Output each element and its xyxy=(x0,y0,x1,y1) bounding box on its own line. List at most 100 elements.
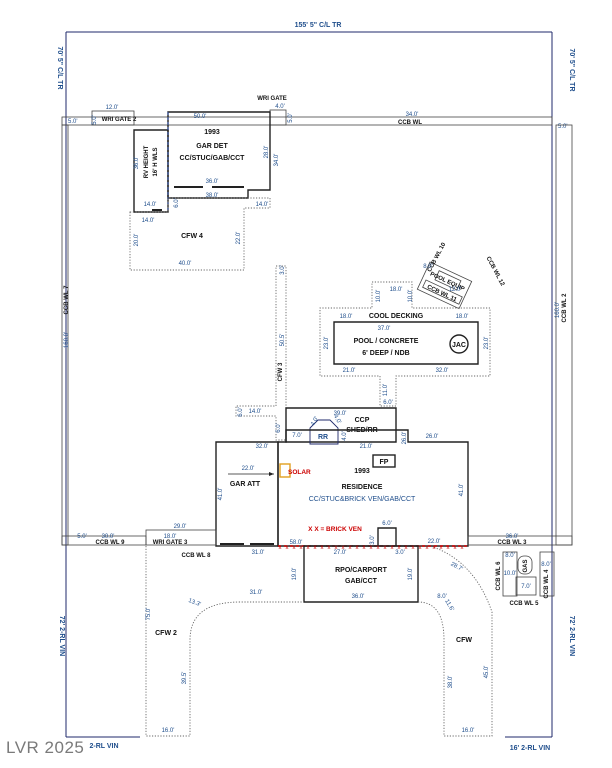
brick-x-marker: x xyxy=(342,545,345,551)
ccb-wl12-label: CCB WL 12 xyxy=(485,256,506,288)
dim-21-deck: 21.0' xyxy=(343,368,356,374)
cool-decking-label: COOL DECKING xyxy=(369,313,424,320)
street-right-bottom: 72' 2-RL VIN xyxy=(568,616,575,656)
dim-4-res: 26.0' xyxy=(402,432,408,445)
cfw-label: CFW xyxy=(456,637,472,644)
dim-10-deck-b: 10.0' xyxy=(408,290,414,303)
dim-37: 37.0' xyxy=(378,326,391,332)
cfw2-label: CFW 2 xyxy=(155,630,177,637)
dim-160-right: 160.0' xyxy=(555,302,561,318)
dim-31-bottom: 31.0' xyxy=(250,590,263,596)
dim-39: 39.0' xyxy=(334,411,347,417)
dim-6-walk-b: 6.0' xyxy=(276,423,282,433)
dim-37-gar: 41.0' xyxy=(218,488,224,501)
ccb-wl8-label: CCB WL 8 xyxy=(182,553,212,559)
dim-22-gar: 22.0' xyxy=(242,466,255,472)
dim-6-walk: 6.0' xyxy=(238,407,244,417)
dim-18-deck-top: 18.0' xyxy=(390,287,403,293)
pool-label: POOL / CONCRETE xyxy=(354,338,419,345)
brick-x-marker: x xyxy=(286,545,289,551)
street-left-bottom: 72' 2-RL VIN xyxy=(58,616,65,656)
dim-50-5: 50.5' xyxy=(280,334,286,347)
brick-x-marker: x xyxy=(419,545,422,551)
garage-attached-outline xyxy=(215,441,279,547)
dim-20: 20.0' xyxy=(134,234,140,247)
dim-28-7: 28.7' xyxy=(449,561,463,572)
dim-6-deck: 6.0' xyxy=(383,400,393,406)
dim-5-gate2: 5.0' xyxy=(92,115,98,125)
ccp-label: CCP xyxy=(355,417,370,424)
dim-36-rpo: 36.0' xyxy=(352,594,365,600)
cool-decking-area xyxy=(319,281,491,407)
brick-x-marker: x xyxy=(328,545,331,551)
dim-6-garage: 6.0' xyxy=(174,198,180,208)
brick-x-marker: x xyxy=(377,545,380,551)
dim-29: 29.0' xyxy=(174,524,187,530)
ccb-wl-456-area xyxy=(502,551,555,597)
dim-5-gate: 5.0' xyxy=(288,113,294,123)
dim-10-deck-a: 10.0' xyxy=(376,290,382,303)
dim-8-rpo: 8.0' xyxy=(437,594,447,600)
dim-34: 34.0' xyxy=(406,112,419,118)
dim-28: 28.0' xyxy=(264,146,270,159)
street-top: 155' 5" C/L TR xyxy=(295,22,342,29)
brick-x-marker: x xyxy=(391,545,394,551)
rv-height-value: 16' H WLS xyxy=(153,147,159,176)
dim-23-right: 23.0' xyxy=(484,337,490,350)
rpo-desc: GAB/CCT xyxy=(345,578,378,585)
rr-outline xyxy=(309,419,339,445)
ccb-wl6-label: CCB WL 6 xyxy=(496,561,502,591)
dim-8-wl4: 8.0' xyxy=(541,562,551,568)
dim-45: 45.0' xyxy=(484,666,490,679)
ccb-wl3-wall xyxy=(467,535,573,546)
dim-18-deck-right: 18.0' xyxy=(456,314,469,320)
dim-41: 41.0' xyxy=(459,484,465,497)
ccb-wl-label: CCB WL xyxy=(398,120,422,126)
brick-x-marker: x xyxy=(279,545,282,551)
dim-34-v: 34.0' xyxy=(274,154,280,167)
brick-x-marker: x xyxy=(349,545,352,551)
ccb-wl7-label: CCB WL 7 xyxy=(64,285,70,315)
dim-19-right: 19.0' xyxy=(408,568,414,581)
street-right-top: 70' 5" C/L TR xyxy=(568,49,575,92)
brick-x-marker: x xyxy=(405,545,408,551)
dim-40: 40.0' xyxy=(179,261,192,267)
dim-18-gate3: 18.0' xyxy=(164,534,177,540)
rr-label: RR xyxy=(318,434,328,441)
dim-22-wl9: 30.0' xyxy=(102,534,115,540)
fp-label: FP xyxy=(380,459,389,466)
ccb-wl2-label: CCB WL 2 xyxy=(562,293,568,323)
dim-39-wl3: 36.0' xyxy=(506,534,519,540)
gar-att-label: GAR ATT xyxy=(230,481,261,488)
dim-36-rv: 36.0' xyxy=(134,157,140,170)
dim-22: 22.0' xyxy=(236,232,242,245)
brick-x-marker: x xyxy=(321,545,324,551)
dim-32-res: 32.0' xyxy=(256,444,269,450)
gar-det-year: 1993 xyxy=(204,129,220,136)
residence-label: RESIDENCE xyxy=(342,484,383,491)
ccb-wl3-label: CCB WL 3 xyxy=(498,540,528,546)
fireplace-outline xyxy=(372,454,396,468)
solar-marker xyxy=(279,463,291,478)
brick-x-marker: x xyxy=(426,545,429,551)
brick-x-marker: x xyxy=(300,545,303,551)
pool-outline xyxy=(333,321,479,365)
dim-14-c: 14.0' xyxy=(256,202,269,208)
dim-14-a: 14.0' xyxy=(144,202,157,208)
cfw4-label: CFW 4 xyxy=(181,233,203,240)
brick-ven-label: X X = BRICK VEN xyxy=(308,526,362,533)
watermark: LVR 2025 xyxy=(6,738,85,757)
dim-39-5: 39.5' xyxy=(182,672,188,685)
brick-x-marker: x xyxy=(440,545,443,551)
brick-x-marker: x xyxy=(447,545,450,551)
rv-height-label: RV HEIGHT xyxy=(144,145,150,178)
residence-desc: CC/STUC&BRICK VEN/GAB/CCT xyxy=(309,496,416,503)
cfw3-label: CFW 3 xyxy=(278,362,284,381)
dim-4-rr-a: 4.0' xyxy=(310,416,320,427)
wri-gate-2-label: WRI GATE 2 xyxy=(102,117,137,123)
dim-4: 4.0' xyxy=(275,104,285,110)
street-left-top: 70' 5" C/L TR xyxy=(56,47,63,90)
dim-8-wl6: 8.0' xyxy=(505,553,515,559)
wri-gate-top-label: WRI GATE xyxy=(257,96,287,102)
